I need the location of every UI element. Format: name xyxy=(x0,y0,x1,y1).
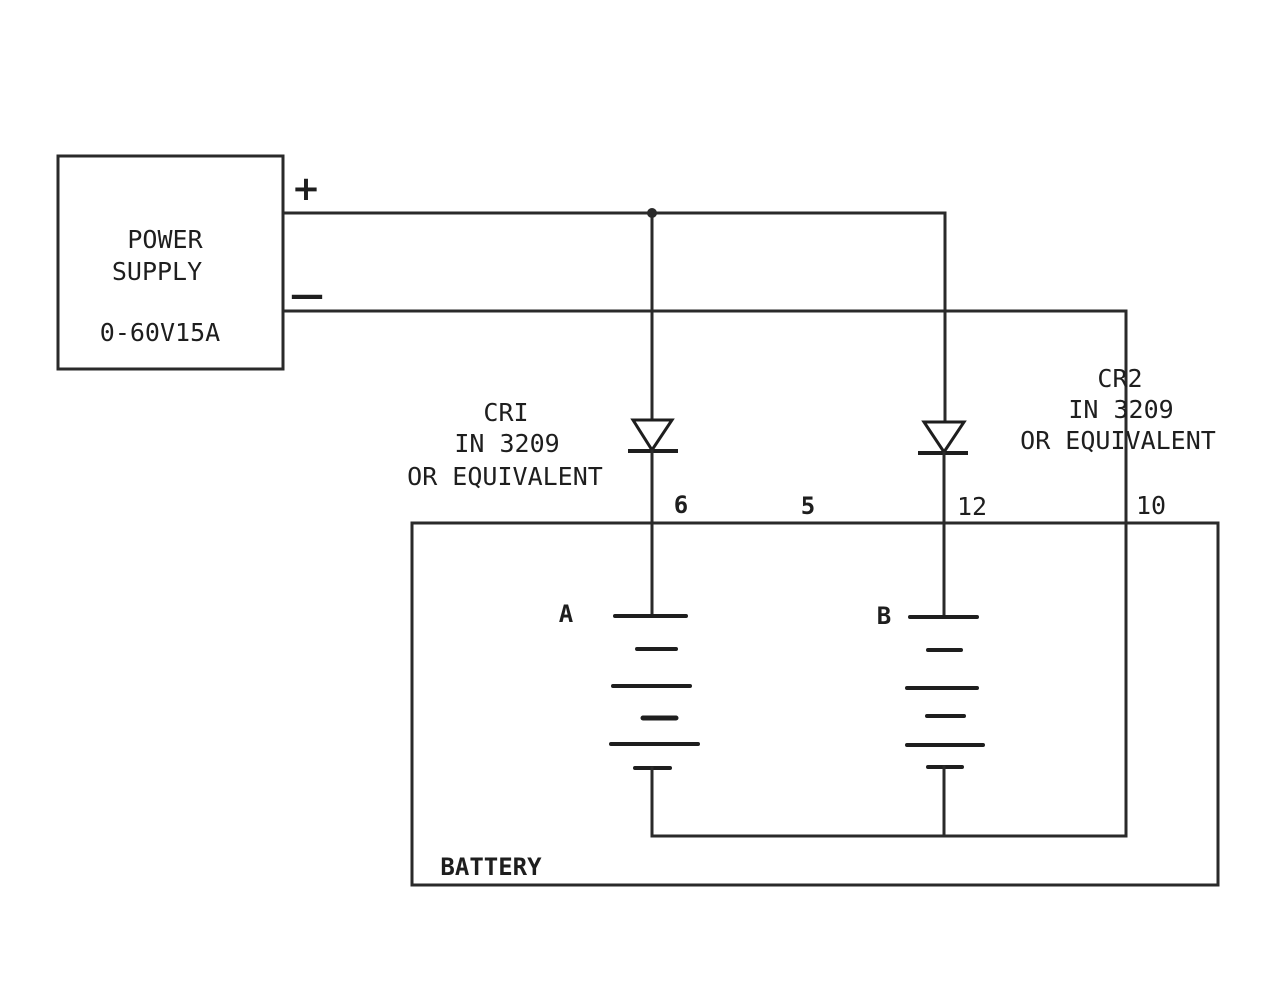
battery-label: BATTERY xyxy=(440,853,542,881)
power-supply-rating: 0-60V15A xyxy=(100,318,220,347)
diode-cr2-symbol xyxy=(918,420,968,455)
positive-rail-wire xyxy=(281,211,947,424)
negative-terminal-symbol: — xyxy=(290,275,324,315)
power-supply-label-line1: POWER xyxy=(127,225,203,254)
cell-b-battery-symbol xyxy=(905,615,985,769)
terminal-label-12: 12 xyxy=(957,492,987,521)
terminal-label-5: 5 xyxy=(801,492,815,520)
cell-b-label: B xyxy=(877,602,891,630)
cr2-label-line1: CR2 xyxy=(1097,364,1142,393)
cr1-label-line1: CRI xyxy=(483,398,528,427)
cell-a-battery-symbol xyxy=(609,614,700,770)
diode-cr1-symbol xyxy=(628,418,678,453)
positive-terminal-symbol: + xyxy=(292,169,321,209)
power-supply-box xyxy=(56,154,285,371)
battery-box xyxy=(410,521,1220,887)
cr2-label-line2: IN 3209 xyxy=(1068,395,1173,424)
terminal-label-10: 10 xyxy=(1136,491,1166,520)
negative-rail-wire xyxy=(281,309,1128,838)
cr1-label-line3: OR EQUIVALENT xyxy=(407,462,603,491)
cr1-label-line2: IN 3209 xyxy=(454,429,559,458)
terminal-label-6: 6 xyxy=(674,491,688,519)
bottom-common-wire xyxy=(650,766,1128,838)
cell-a-label: A xyxy=(559,600,574,628)
cr2-label-line3: OR EQUIVALENT xyxy=(1020,426,1216,455)
power-supply-label-line2: SUPPLY xyxy=(112,257,202,286)
